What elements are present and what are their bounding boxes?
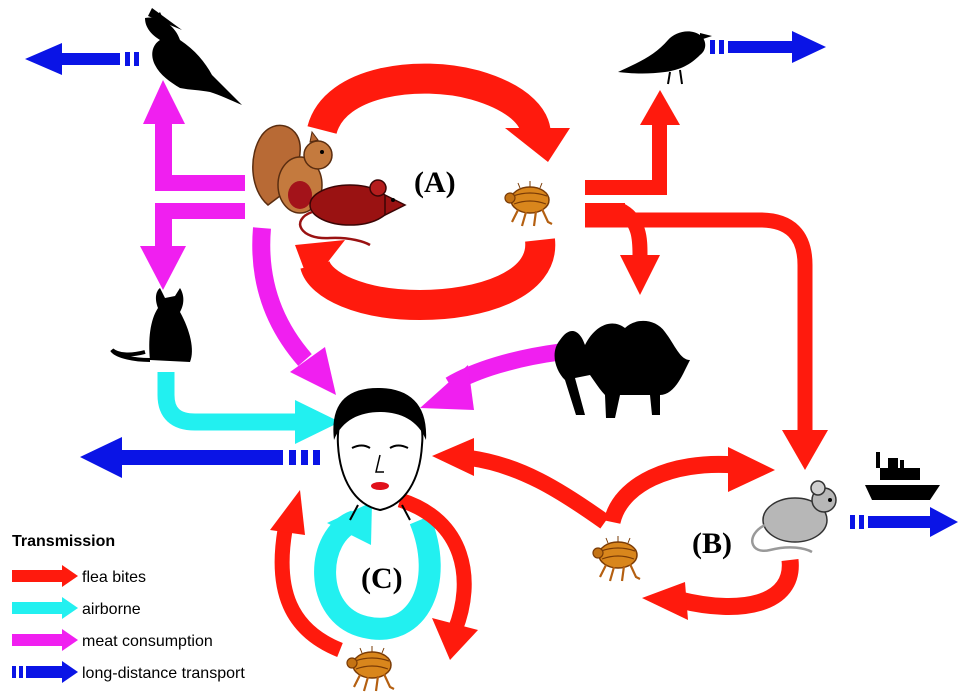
flea-bite-arrows (270, 63, 828, 660)
sparrow-icon (618, 31, 712, 85)
legend-label: meat consumption (82, 633, 213, 650)
airborne-arrows (157, 372, 441, 640)
meat-consumption-arrows (140, 80, 562, 410)
rat-icon (298, 179, 407, 247)
cycle-a-label: (A) (414, 166, 456, 199)
legend-label: airborne (82, 601, 141, 618)
legend-item-airborne: airborne (12, 597, 141, 619)
flea-icon (591, 534, 642, 583)
human-face-icon (333, 388, 427, 521)
crow-icon (145, 8, 242, 106)
legend: Transmission flea bites airborne meat co… (12, 533, 245, 683)
legend-title: Transmission (12, 533, 115, 550)
flea-icon (503, 179, 554, 228)
legend-item-meat-consumption: meat consumption (12, 629, 213, 651)
long-distance-arrow-top-right (710, 31, 826, 63)
ship-icon (865, 452, 940, 500)
legend-label: flea bites (82, 569, 146, 586)
flea-icon (345, 644, 396, 693)
long-distance-arrow-top-left (25, 43, 139, 75)
cycle-c-label: (C) (361, 562, 403, 595)
mouse-icon (751, 480, 837, 554)
long-distance-arrow-human (80, 437, 320, 478)
legend-label: long-distance transport (82, 665, 245, 682)
legend-item-long-distance-transport: long-distance transport (12, 661, 245, 683)
cat-icon (110, 288, 192, 362)
camel-icon (554, 320, 690, 418)
cycle-b-label: (B) (692, 527, 732, 560)
long-distance-arrow-ship (850, 507, 958, 537)
legend-item-flea-bites: flea bites (12, 565, 146, 587)
